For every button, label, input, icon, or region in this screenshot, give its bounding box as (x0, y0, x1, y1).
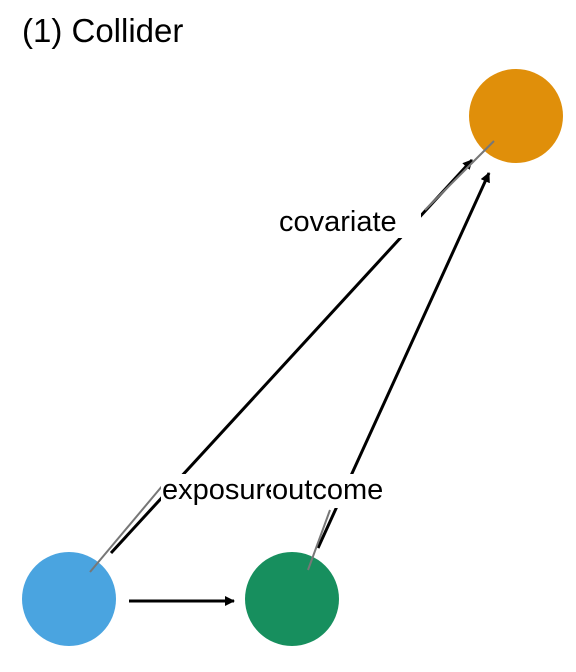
node-outcome (245, 552, 339, 646)
label-leader-outcome (307, 509, 331, 571)
label-box-covariate (279, 204, 421, 238)
node-label-covariate: covariate (279, 206, 397, 238)
label-leader-exposure (89, 484, 164, 573)
node-covariate (469, 69, 563, 163)
diagram-title: (1) Collider (22, 12, 184, 49)
label-leader-covariate (424, 140, 495, 211)
label-overlap-mask (271, 474, 411, 508)
node-label-exposure: exposure (162, 474, 281, 506)
node-label-outcome: outcome (272, 474, 383, 506)
node-exposure (22, 552, 116, 646)
